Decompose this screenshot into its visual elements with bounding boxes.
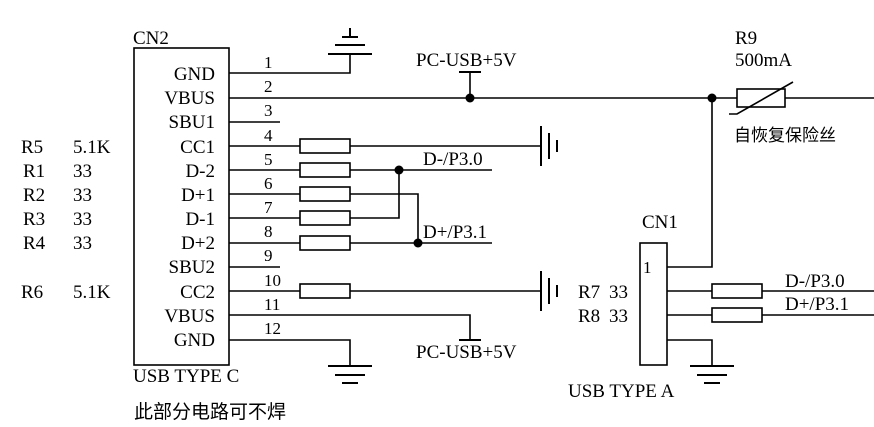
pin-number-12: 12: [264, 319, 281, 338]
resistor-ref-r3: R3: [23, 209, 45, 230]
resistor-value-r2: 33: [73, 185, 92, 206]
cn2-body: [133, 47, 230, 366]
resistors: [299, 138, 763, 323]
resistor-r5: [299, 138, 351, 154]
pin-label-vbus-2: VBUS: [164, 306, 215, 327]
junction-d-minus: [394, 165, 404, 175]
wire-cn1-gnd: [667, 339, 713, 366]
cn1-ref: CN1: [642, 212, 678, 233]
junction-d-plus: [413, 238, 423, 248]
cn1-body: [639, 242, 668, 366]
resistor-r8: [711, 307, 763, 323]
resistor-r2: [299, 186, 351, 202]
resistor-r4: [299, 235, 351, 251]
pin-number-5: 5: [264, 150, 273, 169]
wire-gnd-pin12: [229, 339, 351, 366]
fuse-ref: R9: [735, 28, 757, 49]
pin-number-7: 7: [264, 198, 273, 217]
ground-icon: [540, 271, 558, 311]
pin-label-d-minus-1: D-1: [185, 209, 215, 230]
pin-number-6: 6: [264, 174, 273, 193]
resistor-r6: [299, 283, 351, 299]
resistor-value-r8: 33: [609, 306, 628, 327]
resistor-value-r7: 33: [609, 282, 628, 303]
cn1-type: USB TYPE A: [568, 381, 675, 402]
net-label-d-minus-c: D-/P3.0: [423, 149, 483, 170]
ground-icon: [540, 126, 558, 166]
pin-label-cc2: CC2: [180, 282, 215, 303]
cn1-pin1: 1: [643, 258, 652, 277]
ground-icon: [328, 28, 372, 55]
resistor-r3: [299, 210, 351, 226]
fuse-thermistor-mark-icon: [729, 81, 794, 115]
net-label-d-minus-a: D-/P3.0: [785, 271, 845, 292]
resistor-value-r3: 33: [73, 209, 92, 230]
pin-number-8: 8: [264, 222, 273, 241]
resistor-value-r1: 33: [73, 161, 92, 182]
pin-label-d-plus-1: D+1: [181, 185, 215, 206]
resistor-value-r5: 5.1K: [73, 137, 111, 158]
resistor-value-r6: 5.1K: [73, 282, 111, 303]
pin-label-cc1: CC1: [180, 137, 215, 158]
cn2-pins: GND VBUS SBU1 CC1 D-2 D+1 D-1 D+2 SBU2 C…: [164, 53, 281, 351]
pin-number-1: 1: [264, 53, 273, 72]
net-label-vbus-top: PC-USB+5V: [416, 50, 517, 71]
resistor-ref-r4: R4: [23, 233, 46, 254]
pin-label-vbus: VBUS: [164, 88, 215, 109]
fuse-desc: 自恢复保险丝: [734, 126, 836, 145]
resistor-list: R5 5.1K R1 33 R2 33 R3 33 R4 33 R6 5.1K: [21, 137, 111, 303]
net-label-vbus-bottom: PC-USB+5V: [416, 342, 517, 363]
resistor-r7: [711, 283, 763, 299]
resistor-ref-r6: R6: [21, 282, 43, 303]
junction-vbus: [465, 93, 475, 103]
ground-icon: [690, 365, 734, 384]
resistor-ref-r7: R7: [578, 282, 600, 303]
pin-number-4: 4: [264, 126, 273, 145]
cn2-type: USB TYPE C: [133, 366, 239, 387]
note-text: 此部分电路可不焊: [134, 401, 286, 423]
pin-number-10: 10: [264, 271, 281, 290]
cn2-ref: CN2: [133, 28, 169, 49]
wire-d-plus-1: [229, 193, 419, 243]
ground-icon: [328, 365, 372, 384]
pin-label-sbu1: SBU1: [169, 112, 215, 133]
pin-label-sbu2: SBU2: [169, 257, 215, 278]
junction-fuse-branch: [707, 93, 717, 103]
wire-fuse-to-cn1: [667, 98, 713, 268]
fuse-value: 500mA: [735, 50, 792, 71]
fuse-r9: [736, 88, 786, 108]
pin-number-2: 2: [264, 77, 273, 96]
resistor-ref-r2: R2: [23, 185, 45, 206]
junctions: [394, 93, 717, 248]
pin-number-11: 11: [264, 295, 280, 314]
net-label-d-plus-c: D+/P3.1: [423, 222, 487, 243]
pin-label-gnd-2: GND: [174, 330, 215, 351]
wire-vbus-2: [229, 314, 471, 340]
resistor-ref-r5: R5: [21, 137, 43, 158]
resistor-ref-r1: R1: [23, 161, 45, 182]
resistor-r1: [299, 162, 351, 178]
wire-d-minus-1: [229, 170, 400, 219]
wire-gnd-pin1: [229, 54, 351, 74]
resistor-ref-r8: R8: [578, 306, 600, 327]
pin-label-gnd: GND: [174, 64, 215, 85]
pin-number-9: 9: [264, 246, 273, 265]
resistor-value-r4: 33: [73, 233, 92, 254]
pin-label-d-plus-2: D+2: [181, 233, 215, 254]
pin-number-3: 3: [264, 101, 273, 120]
pin-label-d-minus-2: D-2: [185, 161, 215, 182]
net-label-d-plus-a: D+/P3.1: [785, 294, 849, 315]
